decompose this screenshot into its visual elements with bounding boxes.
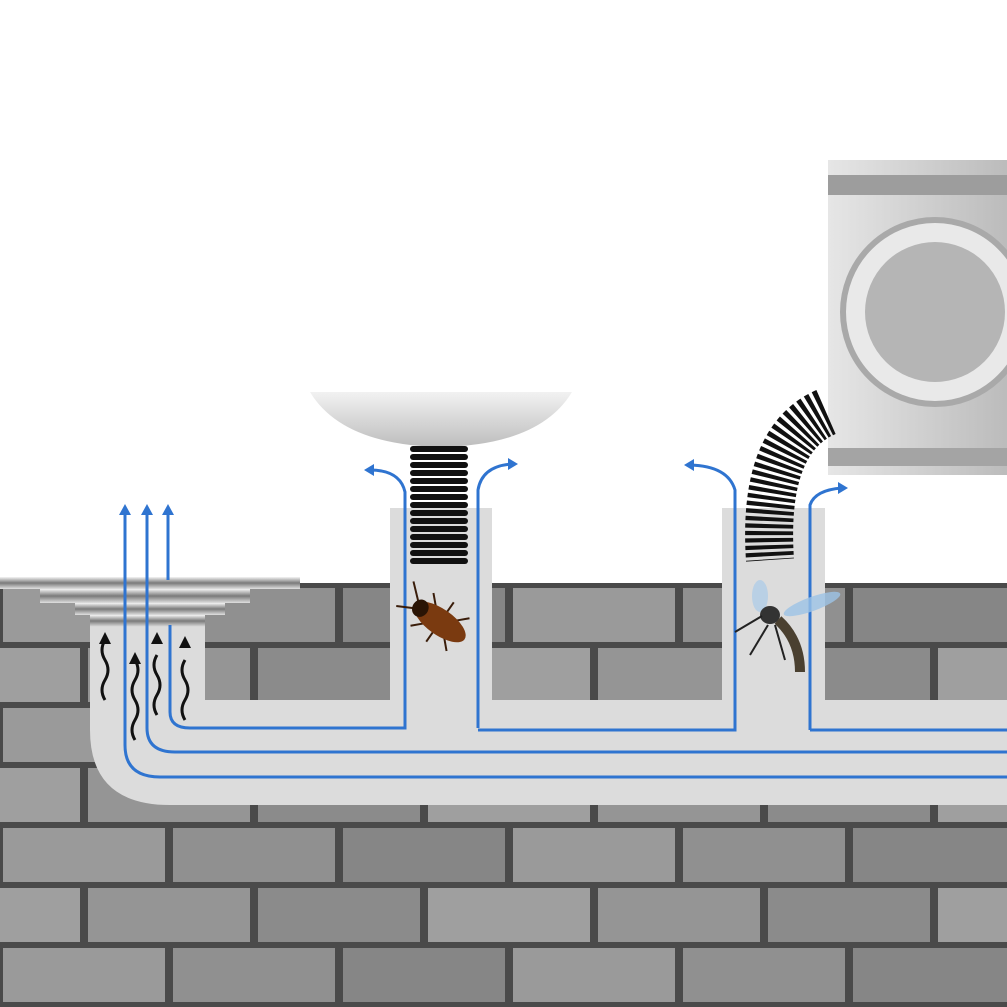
hose-segment [410,526,468,532]
brick [343,948,505,1002]
brick [768,888,930,942]
odor-wave-icon [100,639,190,741]
hose-segment [410,462,468,468]
hose-segment [410,446,468,452]
hose-segment [410,470,468,476]
brick [3,948,165,1002]
brick [173,948,335,1002]
airflow-lines [123,462,1007,779]
hose-segment [410,454,468,460]
brick [598,888,760,942]
brick [0,768,80,822]
odor-arrow-heads [99,632,191,664]
brick [173,828,335,882]
hose-segment [410,542,468,548]
hose-segment [410,510,468,516]
sink-basin-icon [310,392,572,447]
brick [0,648,80,702]
arrow-heads [119,458,848,515]
washer-drain-hose [745,390,837,562]
hose-segment [410,550,468,556]
brick [513,828,675,882]
brick [938,648,1007,702]
brick [3,828,165,882]
washing-machine-icon [828,160,1007,475]
hose-segment [410,486,468,492]
brick [513,588,675,642]
floor-drain-icon [0,577,300,627]
mosquito-icon [734,580,841,673]
hose-segment [410,494,468,500]
brick [853,948,1007,1002]
hose-segment [410,518,468,524]
sink-drain-hose [410,446,468,564]
brick [258,888,420,942]
hose-segment [410,558,468,564]
brick [88,888,250,942]
brick [938,888,1007,942]
hose-segment [410,502,468,508]
brick [683,948,845,1002]
brick [343,828,505,882]
hose-segment [410,478,468,484]
brick [853,588,1007,642]
brick [853,828,1007,882]
brick [683,828,845,882]
brick [428,888,590,942]
cockroach-icon [396,581,470,652]
hose-segment [410,534,468,540]
main-pipe [90,610,1007,805]
brick [0,888,80,942]
brick [513,948,675,1002]
